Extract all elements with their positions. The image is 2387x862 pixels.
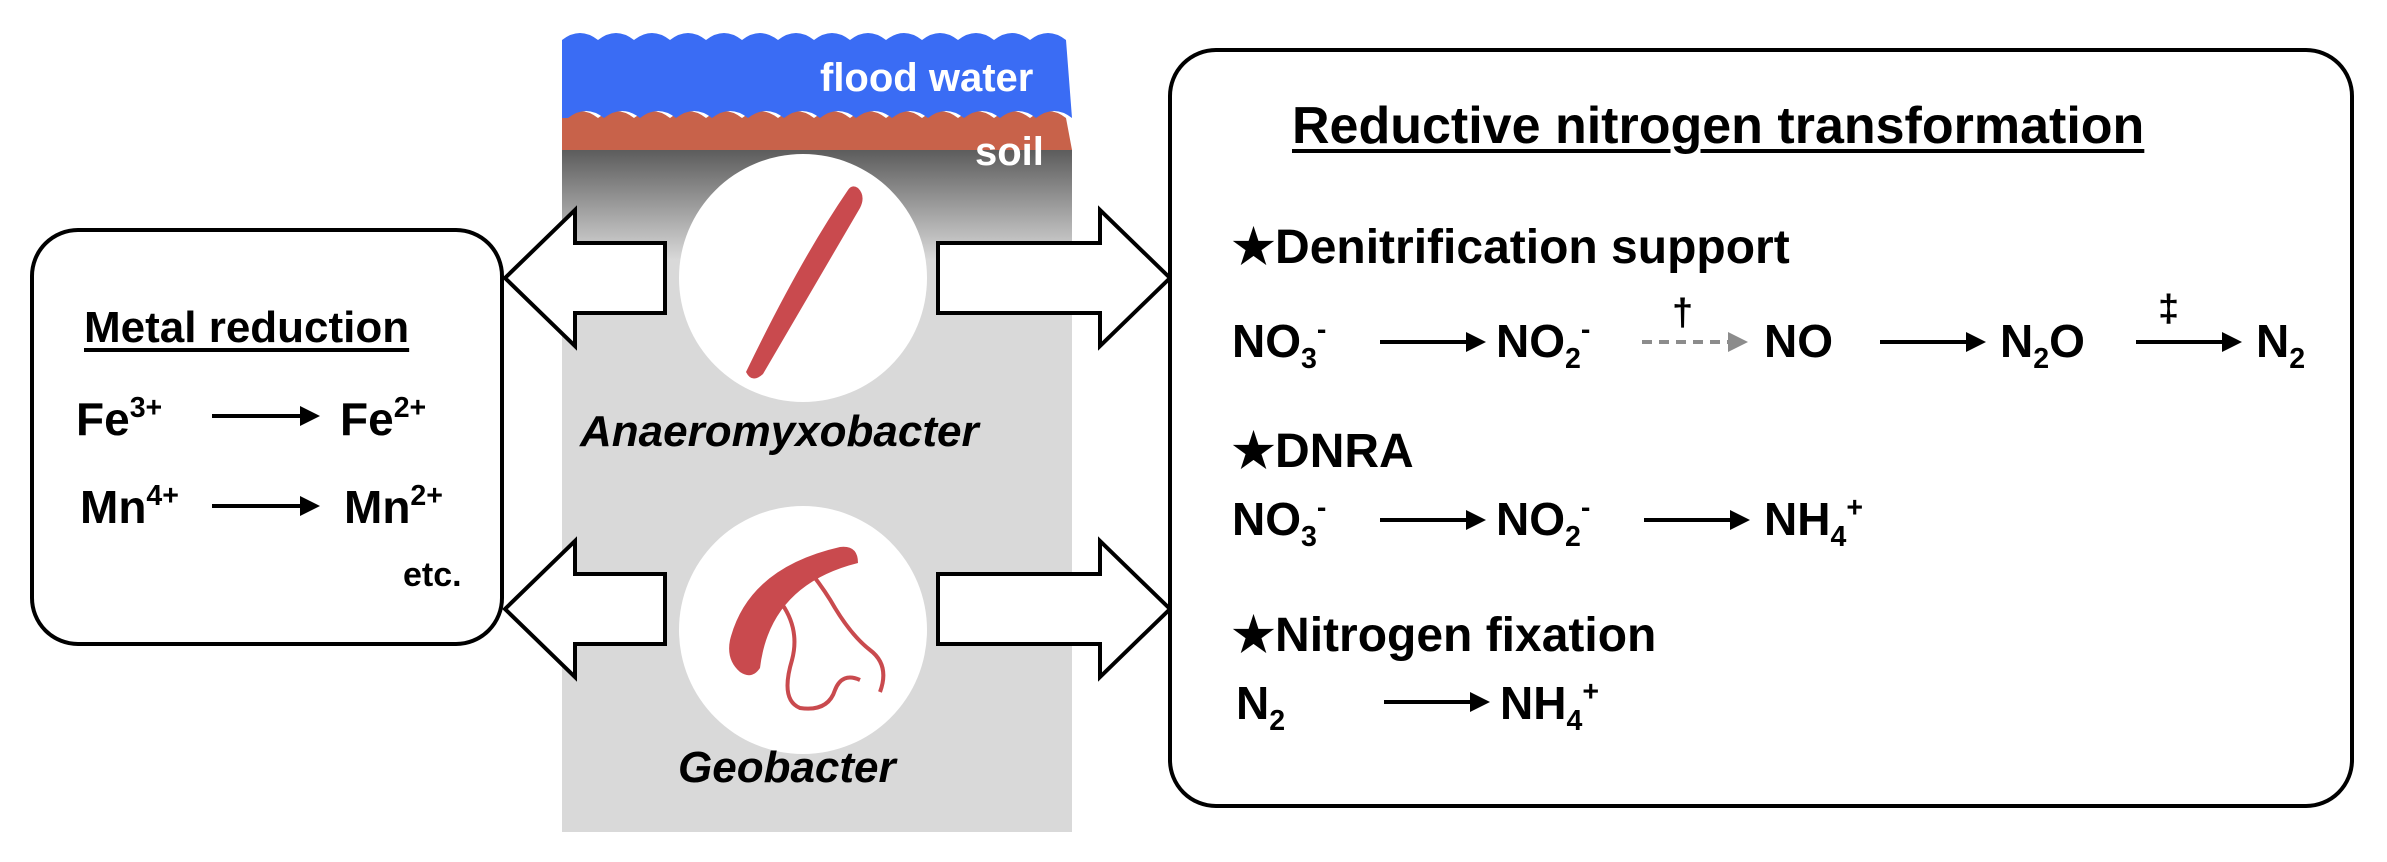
geobacter-circle (679, 506, 927, 754)
mn-reaction-arrow (212, 496, 320, 516)
denit-n2: N2 (2256, 315, 2306, 375)
denit-no: NO (1764, 315, 1833, 367)
denit-n2o: N2O (2000, 315, 2085, 375)
arrow-to-metal-top (502, 205, 667, 351)
etc-label: etc. (403, 556, 462, 594)
denit-no2: NO2- (1496, 314, 1591, 375)
arrow-to-metal-bottom (502, 536, 667, 682)
fix-nh4: NH4+ (1500, 676, 1599, 737)
fe-reaction-arrow (212, 406, 320, 426)
denit-arrow-2-dashed (1642, 332, 1748, 352)
fix-n2: N2 (1236, 677, 1286, 737)
arrow-to-nitrogen-top (936, 205, 1173, 351)
denitrification-heading: ★Denitrification support (1232, 221, 1790, 274)
denit-arrow-1 (1380, 332, 1486, 352)
metal-reduction-box (30, 228, 504, 646)
dagger-mark: † (1672, 292, 1694, 334)
metal-reduction-title: Metal reduction (84, 303, 410, 352)
anaeromyxobacter-label: Anaeromyxobacter (580, 407, 979, 456)
nitrogen-box-title: Reductive nitrogen transformation (1292, 97, 2145, 155)
dnra-arrow-1 (1380, 510, 1486, 530)
nitrogen-transformation-box (1168, 48, 2354, 808)
dnra-no3: NO3- (1232, 492, 1327, 553)
denit-arrow-4 (2136, 332, 2242, 352)
dnra-nh4: NH4+ (1764, 492, 1863, 553)
fe2-label: Fe2+ (340, 392, 427, 445)
soil-label: soil (975, 130, 1044, 174)
dnra-arrow-2 (1644, 510, 1750, 530)
water-layer (562, 33, 1072, 118)
anaeromyxobacter-cell-icon (746, 186, 863, 379)
geobacter-cell-icon (729, 546, 886, 711)
denit-arrow-3 (1880, 332, 1986, 352)
fix-arrow (1384, 692, 1490, 712)
dnra-no2: NO2- (1496, 492, 1591, 553)
double-dagger-mark: ‡ (2158, 288, 2180, 330)
dnra-heading: ★DNRA (1232, 425, 1414, 478)
geobacter-label: Geobacter (678, 743, 896, 792)
mn2-label: Mn2+ (344, 480, 443, 533)
flood-water-label: flood water (820, 56, 1034, 100)
arrow-to-nitrogen-bottom (936, 536, 1173, 682)
nitrogen-fixation-heading: ★Nitrogen fixation (1232, 609, 1657, 662)
denit-no3: NO3- (1232, 314, 1327, 375)
fe3-label: Fe3+ (76, 392, 163, 445)
soil-layer (562, 111, 1072, 150)
mn4-label: Mn4+ (80, 480, 179, 533)
